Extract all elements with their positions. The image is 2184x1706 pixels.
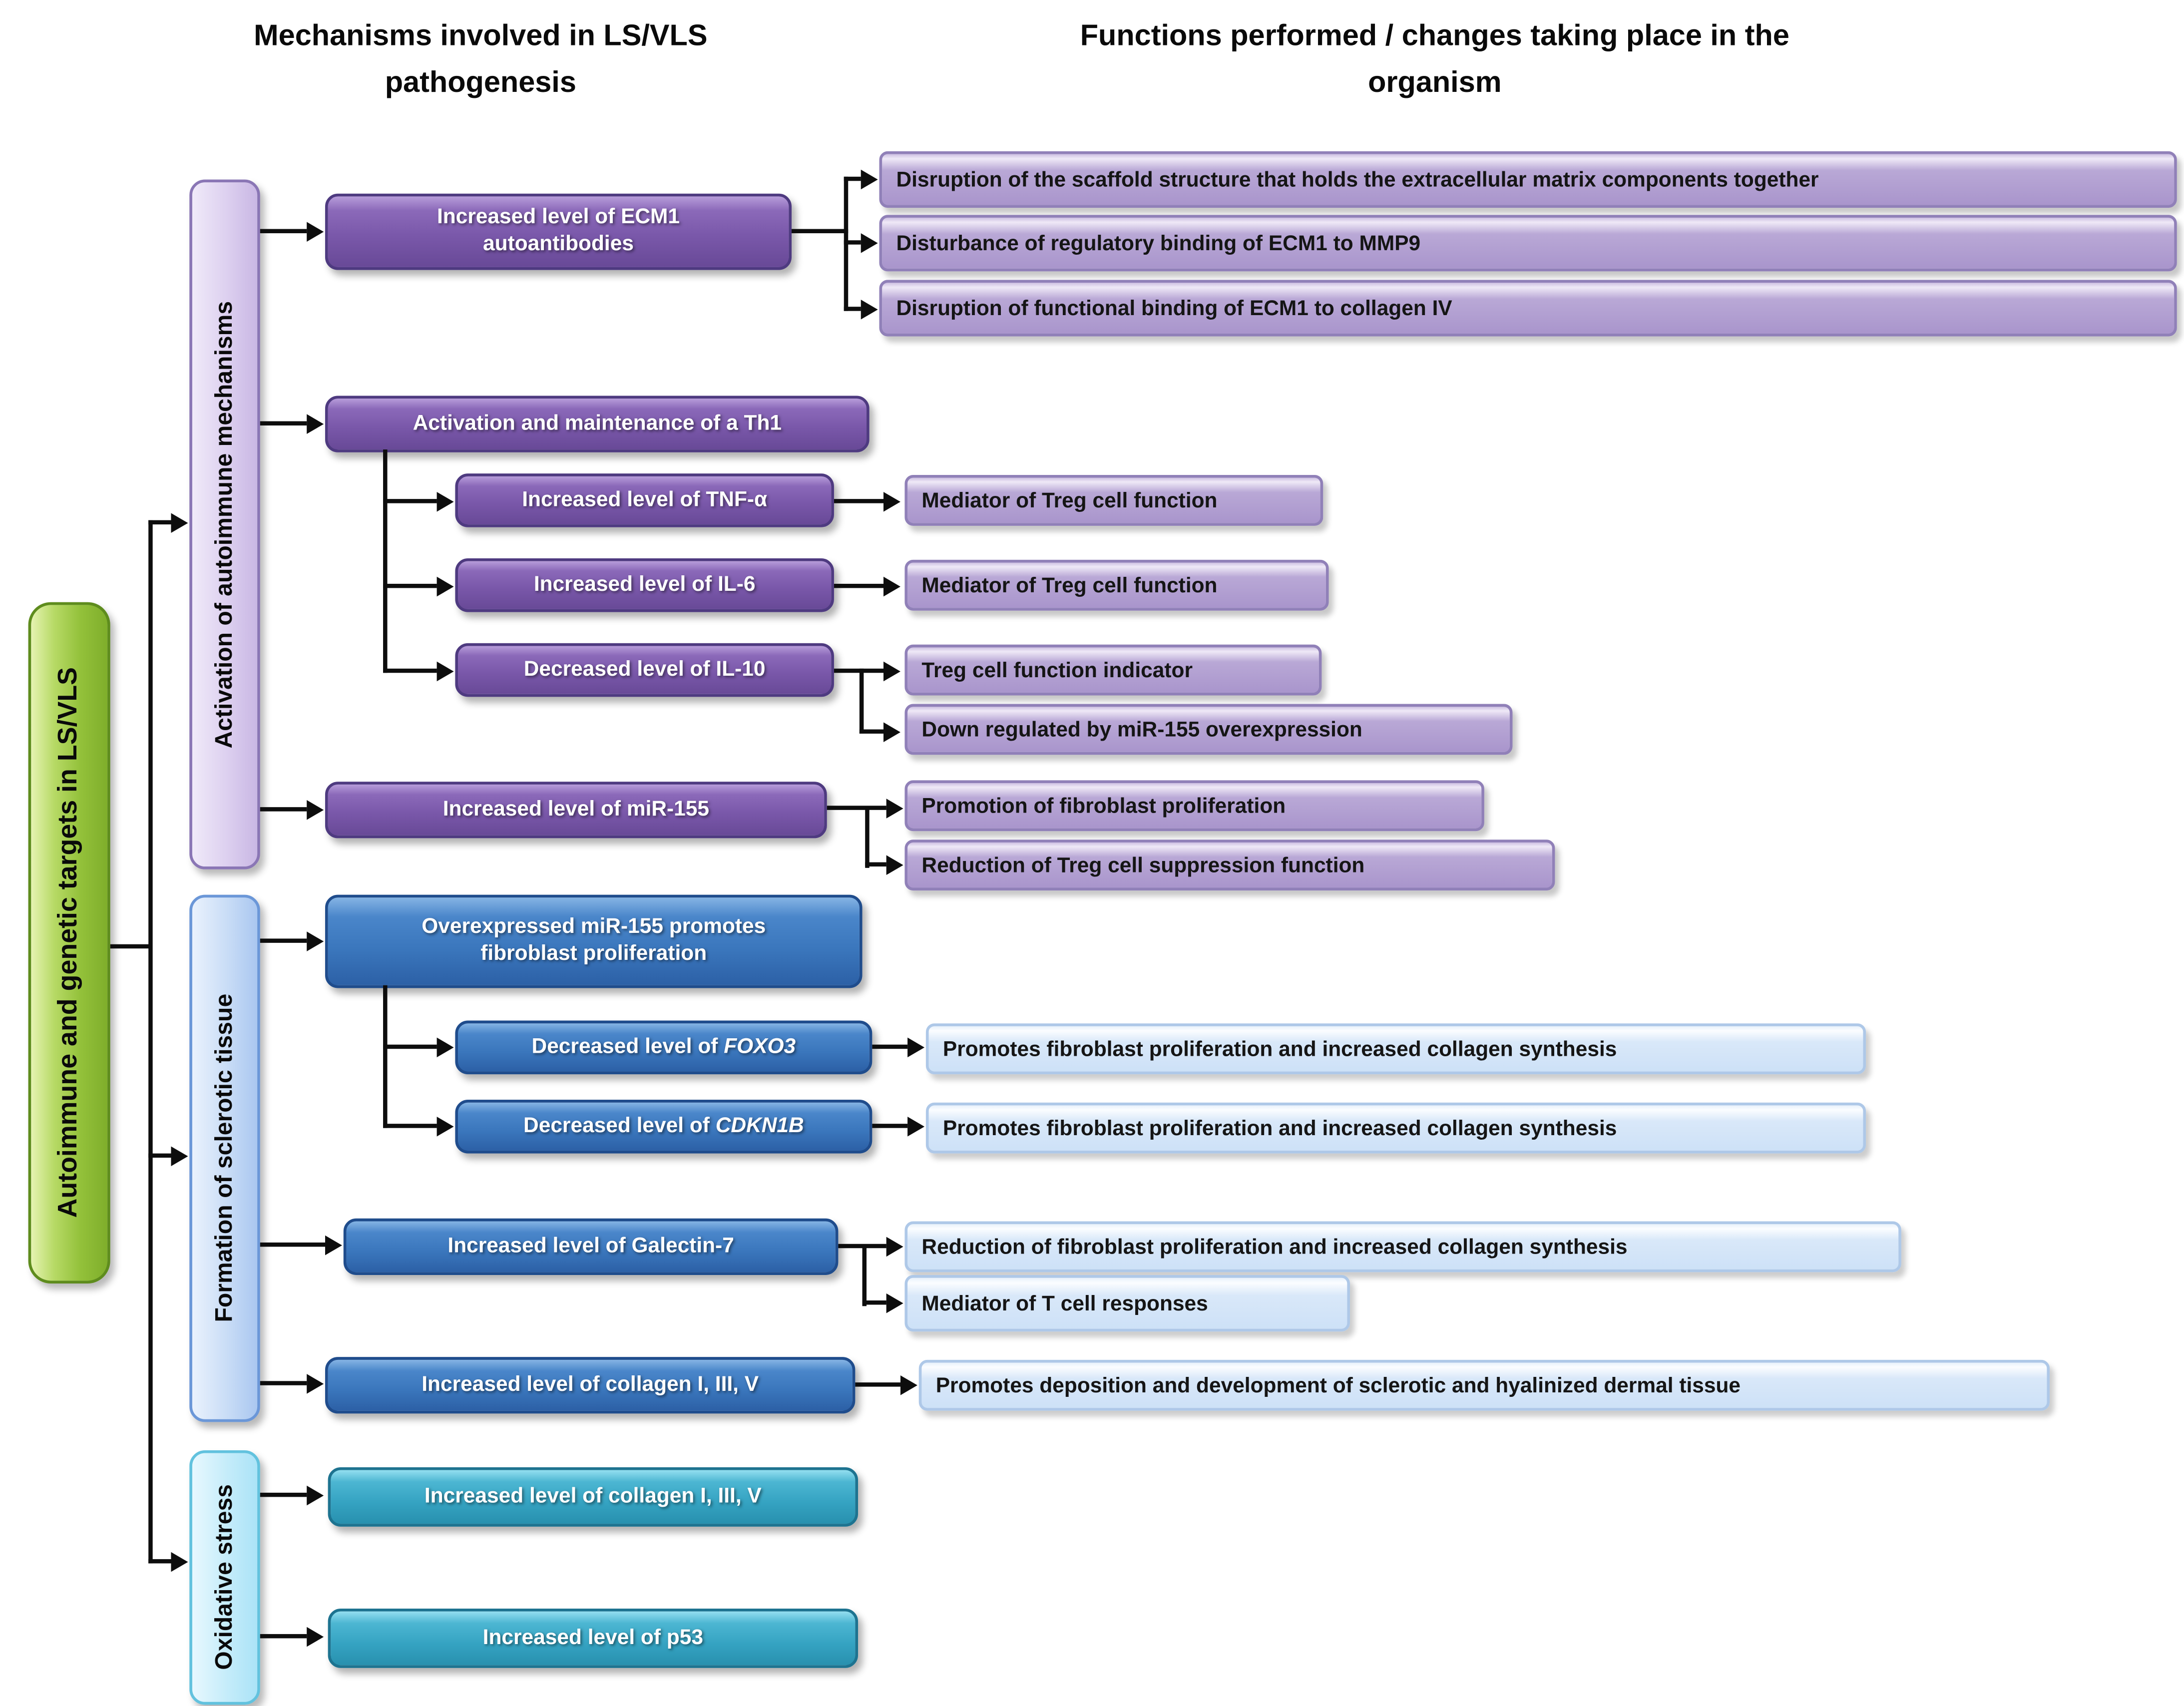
arrow-galectin7-to-effect-2 (862, 1300, 886, 1305)
arrow-label-to-th1 (260, 421, 307, 426)
connector-overexpressed-branch (383, 985, 388, 1128)
node-foxo3-text: Decreased level of FOXO3 (531, 1034, 796, 1058)
node-galectin7: Increased level of Galectin-7 (343, 1218, 839, 1276)
root-node-label: Autoimmune and genetic targets in LS/VLS (53, 667, 83, 1219)
arrow-label-to-ecm1 (260, 229, 307, 234)
arrow-to-ecm1-effect-1 (844, 176, 861, 181)
arrow-trunk-to-oxidative (148, 1559, 171, 1564)
arrow-to-ecm1-effect-2 (844, 240, 861, 245)
effect-row-mmp9-binding: Disturbance of regulatory binding of ECM… (879, 215, 2177, 272)
root-node-autoimmune-genetic-targets: Autoimmune and genetic targets in LS/VLS (28, 602, 110, 1284)
effect-row-tnf-mediator: Mediator of Treg cell function (904, 475, 1323, 526)
connector-il10-branch (859, 668, 864, 734)
node-foxo3: Decreased level of FOXO3 (455, 1020, 873, 1075)
arrow-mir155-to-effect-1 (827, 806, 886, 810)
arrow-label-to-collagen-sclerotic (260, 1381, 307, 1385)
arrow-label-to-collagen-oxidative (260, 1492, 307, 1497)
section-label-sclerotic-text: Formation of sclerotic tissue (210, 994, 238, 1323)
node-th1-activation: Activation and maintenance of a Th1 (325, 396, 870, 452)
node-collagen-sclerotic: Increased level of collagen I, III, V (325, 1357, 856, 1414)
section-label-oxidative: Oxidative stress (189, 1450, 260, 1705)
arrow-tnf-to-effect (834, 499, 883, 503)
effect-row-tcell-mediator: Mediator of T cell responses (904, 1275, 1350, 1332)
effect-row-treg-suppression-reduction: Reduction of Treg cell suppression funct… (904, 840, 1555, 891)
node-overexpressed-mir155: Overexpressed miR-155 promotes fibroblas… (325, 894, 863, 988)
section-label-autoimmune-text: Activation of autoimmune mechanisms (210, 301, 238, 748)
arrow-il6-to-effect (834, 583, 883, 588)
section-label-autoimmune: Activation of autoimmune mechanisms (189, 179, 260, 869)
arrow-to-tnf (383, 499, 437, 503)
effect-row-cdkn1b-promotes: Promotes fibroblast proliferation and in… (925, 1102, 1866, 1154)
connector-mir155-branch (865, 807, 870, 868)
node-p53: Increased level of p53 (328, 1608, 859, 1668)
arrow-to-il10 (383, 668, 437, 673)
arrow-label-to-mir155 (260, 807, 307, 812)
arrow-il10-to-effect-1 (834, 668, 883, 673)
arrow-to-il6 (383, 583, 437, 588)
connector-ecm1-out (792, 229, 849, 234)
column-title-mechanisms: Mechanisms involved in LS/VLS pathogenes… (254, 19, 708, 98)
connector-root-to-trunk (110, 944, 151, 949)
effect-row-treg-indicator: Treg cell function indicator (904, 644, 1322, 696)
node-tnf-alpha: Increased level of TNF-α (455, 473, 834, 527)
connector-th1-branch (383, 449, 388, 673)
section-label-sclerotic: Formation of sclerotic tissue (189, 894, 260, 1422)
node-il10: Decreased level of IL-10 (455, 643, 834, 697)
node-mir155: Increased level of miR-155 (325, 782, 827, 839)
node-collagen-oxidative: Increased level of collagen I, III, V (328, 1467, 859, 1527)
effect-row-collagen-iv-binding: Disruption of functional binding of ECM1… (879, 280, 2177, 337)
effect-row-scaffold-disruption: Disruption of the scaffold structure tha… (879, 151, 2177, 208)
effect-row-fibroblast-promotion: Promotion of fibroblast proliferation (904, 780, 1484, 832)
arrow-foxo3-to-effect (872, 1044, 908, 1049)
effect-row-fibroblast-reduction: Reduction of fibroblast proliferation an… (904, 1221, 1901, 1273)
arrow-label-to-galectin7 (260, 1242, 325, 1247)
node-cdkn1b: Decreased level of CDKN1B (455, 1100, 873, 1154)
arrow-to-ecm1-effect-3 (844, 307, 861, 311)
arrow-to-foxo3 (383, 1044, 437, 1049)
arrow-label-to-p53 (260, 1634, 307, 1639)
arrow-label-to-overexpressed (260, 938, 307, 943)
arrow-mir155-to-effect-2 (865, 862, 886, 867)
section-label-oxidative-text: Oxidative stress (210, 1484, 238, 1671)
connector-trunk-line (148, 520, 153, 1564)
effect-row-sclerotic-deposition: Promotes deposition and development of s… (918, 1359, 2050, 1411)
arrow-il10-to-effect-2 (859, 729, 883, 734)
effect-row-il6-mediator: Mediator of Treg cell function (904, 559, 1329, 611)
column-title-functions: Functions performed / changes taking pla… (1080, 19, 1789, 98)
arrow-trunk-to-sclerotic (148, 1153, 171, 1158)
effect-row-foxo3-promotes: Promotes fibroblast proliferation and in… (925, 1023, 1866, 1075)
node-cdkn1b-text: Decreased level of CDKN1B (523, 1113, 804, 1138)
effect-row-downregulated-mir155: Down regulated by miR-155 overexpression (904, 704, 1513, 755)
arrow-trunk-to-autoimmune (148, 520, 171, 525)
arrow-cdkn1b-to-effect (872, 1124, 908, 1128)
gene-cdkn1b: CDKN1B (715, 1113, 804, 1138)
node-ecm1-autoantibodies: Increased level of ECM1 autoantibodies (325, 193, 792, 270)
connector-galectin7-branch (862, 1245, 867, 1306)
arrow-collagen-to-effect (855, 1382, 900, 1387)
gene-foxo3: FOXO3 (724, 1034, 796, 1058)
arrow-to-cdkn1b (383, 1124, 437, 1128)
node-il6: Increased level of IL-6 (455, 558, 834, 612)
